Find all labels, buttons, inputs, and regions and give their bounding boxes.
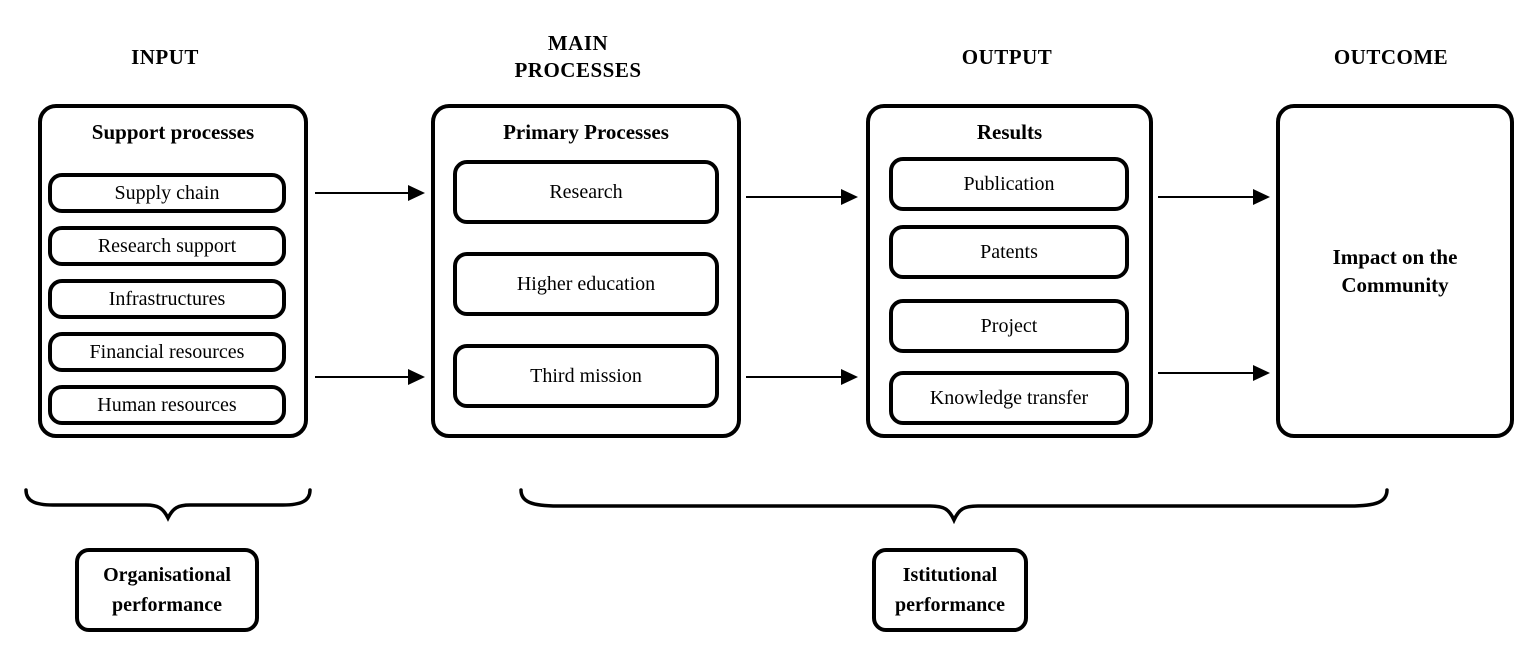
item-human-resources: Human resources <box>48 385 286 425</box>
primary-processes-title: Primary Processes <box>503 120 669 144</box>
header-line: PROCESSES <box>514 58 642 82</box>
item-financial-resources: Financial resources <box>48 332 286 372</box>
header-line: OUTPUT <box>961 45 1053 69</box>
results-title: Results <box>976 120 1043 144</box>
organisational-performance-label: Organisational performance <box>75 548 259 632</box>
istitutional-brace-icon <box>518 488 1390 524</box>
arrow-line <box>1158 196 1253 198</box>
results-box: Results Publication Patents Project Know… <box>866 104 1153 438</box>
arrow-main-to-output-top <box>746 189 858 205</box>
arrow-head-icon <box>841 369 858 385</box>
item-supply-chain: Supply chain <box>48 173 286 213</box>
arrow-output-to-outcome-top <box>1158 189 1270 205</box>
arrow-head-icon <box>408 185 425 201</box>
item-publication: Publication <box>889 157 1129 211</box>
label-line: performance <box>895 594 1005 616</box>
arrow-line <box>315 376 408 378</box>
arrow-head-icon <box>1253 365 1270 381</box>
column-header-main-processes: MAIN PROCESSES <box>448 30 708 84</box>
column-header-output: OUTPUT <box>877 44 1137 71</box>
column-header-input: INPUT <box>35 44 295 71</box>
outcome-line: Impact on the <box>1332 245 1458 269</box>
arrow-line <box>1158 372 1253 374</box>
label-line: Istitutional <box>902 564 998 586</box>
arrow-input-to-main-top <box>315 185 425 201</box>
item-higher-education: Higher education <box>453 252 719 316</box>
support-processes-title: Support processes <box>91 120 255 144</box>
outcome-text: Impact on the Community <box>1280 243 1510 299</box>
label-line: performance <box>112 594 222 616</box>
item-third-mission: Third mission <box>453 344 719 408</box>
outcome-line: Community <box>1341 273 1449 297</box>
arrow-line <box>746 196 841 198</box>
item-project: Project <box>889 299 1129 353</box>
item-research: Research <box>453 160 719 224</box>
outcome-box: Impact on the Community <box>1276 104 1514 438</box>
header-line: MAIN <box>547 31 609 55</box>
header-line: INPUT <box>131 45 199 69</box>
arrow-input-to-main-bottom <box>315 369 425 385</box>
primary-processes-box: Primary Processes Research Higher educat… <box>431 104 741 438</box>
arrow-line <box>746 376 841 378</box>
item-patents: Patents <box>889 225 1129 279</box>
support-processes-box: Support processes Supply chain Research … <box>38 104 308 438</box>
istitutional-performance-label: Istitutional performance <box>872 548 1028 632</box>
arrow-head-icon <box>1253 189 1270 205</box>
item-knowledge-transfer: Knowledge transfer <box>889 371 1129 425</box>
arrow-head-icon <box>841 189 858 205</box>
arrow-line <box>315 192 408 194</box>
organisational-brace-icon <box>23 488 313 522</box>
label-line: Organisational <box>103 564 231 586</box>
column-header-outcome: OUTCOME <box>1261 44 1521 71</box>
item-infrastructures: Infrastructures <box>48 279 286 319</box>
item-research-support: Research support <box>48 226 286 266</box>
header-line: OUTCOME <box>1333 45 1449 69</box>
arrow-main-to-output-bottom <box>746 369 858 385</box>
arrow-output-to-outcome-bottom <box>1158 365 1270 381</box>
arrow-head-icon <box>408 369 425 385</box>
